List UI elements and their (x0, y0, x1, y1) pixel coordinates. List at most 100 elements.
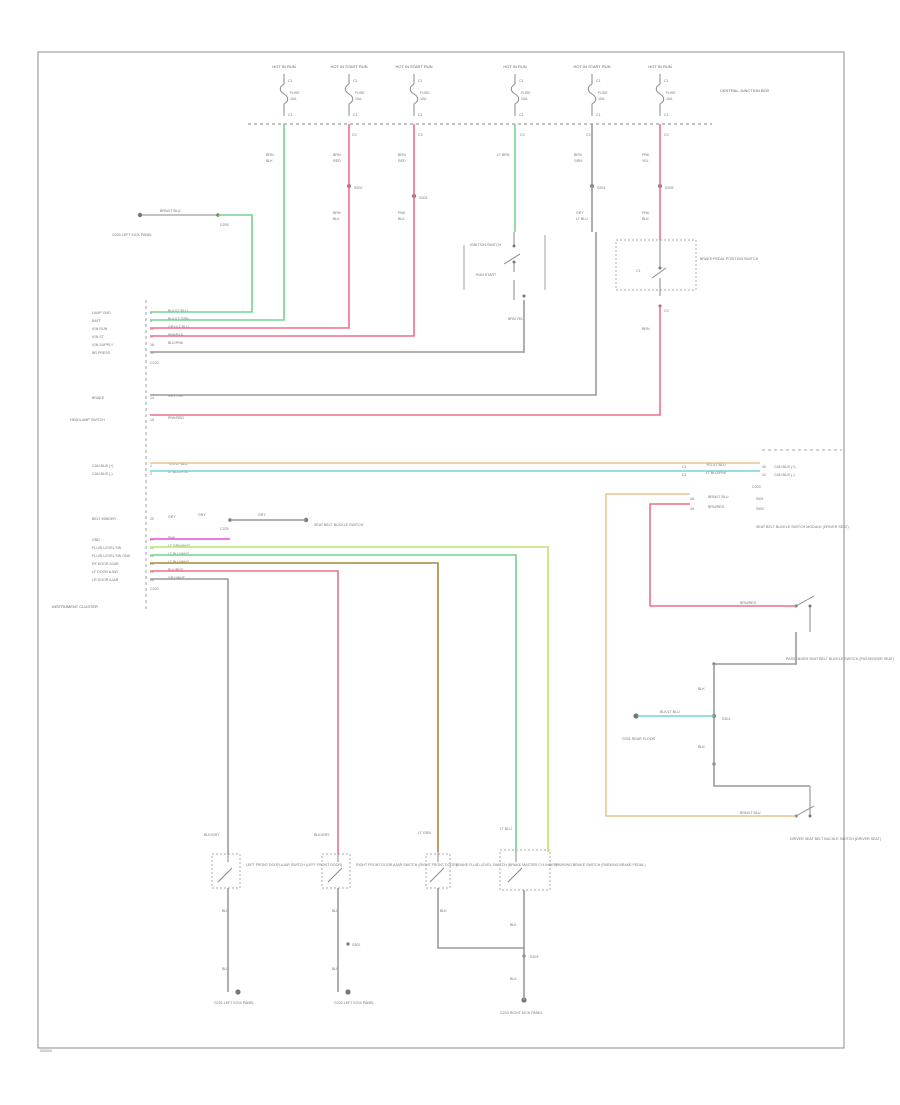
wire-belt-right-orange (605, 493, 796, 817)
splice-label: S204 (597, 186, 605, 190)
mid-wire-4-c1: PNK (642, 211, 650, 215)
fuse-symbol (409, 74, 419, 116)
fuse-out-2: C2 (352, 133, 357, 137)
module-sub: C203 (752, 485, 761, 489)
fuse-rating: 10A (355, 97, 362, 101)
switch-name: PARKING BRAKE SWITCH (PARKING BRAKE PEDA… (556, 863, 646, 867)
diagram-border (37, 51, 845, 1049)
cluster-row-label: BR PRESS (92, 351, 111, 355)
fuse-b: C1 (664, 113, 669, 117)
fuse-title: HOT IN START RUN (330, 64, 367, 69)
fuse-title: HOT IN START RUN (573, 64, 610, 69)
fuse-symbol (279, 74, 289, 116)
fuse-b: C1 (418, 113, 423, 117)
wire-belt-right-pink (649, 503, 796, 607)
wire-ign-supply-gray (150, 300, 525, 353)
belt-module-pin: 48 (690, 497, 694, 501)
switch-wire: LT BLU (500, 827, 512, 831)
fuse-2: HOT IN START RUN FUSE 10A C1 C1 (330, 64, 367, 117)
cluster-name: INSTRUMENT CLUSTER (52, 604, 98, 609)
fuse-rating: 10A (521, 97, 528, 101)
ground-g200: BRN/LT BLU G200 G200 LEFT KICK PANEL (112, 209, 229, 237)
switch-contact (795, 595, 815, 632)
fuse-b: C1 (596, 113, 601, 117)
fuse-out-6: C2 (664, 133, 669, 137)
fuse-6: HOT IN RUN FUSE 10A C1 C1 (648, 64, 676, 117)
fuse-symbol (587, 74, 597, 116)
switch-pin (512, 260, 516, 264)
switch-wire: BRN/RED (740, 601, 757, 605)
top-wire-3-c1: BRN (398, 153, 406, 157)
belt-pin: C229 (220, 527, 229, 531)
fuse-b: C1 (519, 113, 524, 117)
bottom-wire: BLK (222, 909, 229, 913)
right-switch-driver: BRN/LT BLU DRIVER SEAT BELT BUCKLE SWITC… (740, 786, 881, 841)
switch-pin (658, 266, 662, 270)
module-pin: 40 (762, 465, 766, 469)
cluster-wire: BLK/PNK (168, 341, 184, 345)
fuse-5: HOT IN START RUN FUSE 10A C1 C1 (573, 64, 610, 117)
mid-wire-4-c2: BLK (642, 217, 649, 221)
fuse-symbol (344, 74, 354, 116)
ground-label: G202 LEFT KICK PANEL (334, 1001, 374, 1005)
cluster-row-label: IGN RUN (92, 327, 108, 331)
ground-symbol (633, 713, 639, 719)
fuse-title: HOT IN RUN (503, 64, 526, 69)
ground-symbol (137, 212, 143, 218)
mid-wire-3-c1: GRY (576, 211, 584, 215)
corner-label: 000000 (40, 1049, 52, 1053)
cluster-row-label: RF DOOR AJAR (92, 562, 119, 566)
cluster-wire: LT BLU/PNK (168, 470, 189, 474)
cluster-pin: 3 (150, 319, 152, 323)
top-wire-5-c1: BRN (574, 153, 582, 157)
fuse-1: HOT IN RUN FUSE 10A C1 C1 (272, 64, 300, 117)
bottom-switch-rf-door: BLK/GRY RIGHT FRONT DOOR AJAR SWITCH (RI… (314, 833, 457, 889)
wire-ignrun-pink (150, 124, 350, 329)
cluster-connector: C220 (150, 587, 159, 591)
ground-pin: G200 (220, 223, 229, 227)
cluster-wire: GRY/YEL (168, 394, 184, 398)
ground-b2: BLK (698, 745, 705, 749)
mid-wire-1-c1: BRN (333, 211, 341, 215)
cluster-row-label: LAMP GND (92, 311, 111, 315)
brake-switch-wire: BRN (642, 327, 650, 331)
splice-label: S203 (419, 196, 427, 200)
fuse-label: FUSE (420, 91, 430, 95)
belt-minder-splice: GRY GRY C229 SEAT BELT BUCKLE SWITCH (198, 513, 364, 531)
cluster-row-label: BRAKE (92, 396, 105, 400)
ground-wire-label: BRN/LT BLU (160, 209, 181, 213)
top-wire-6-c2: YEL (642, 159, 649, 163)
cluster-wire: BLK/RED (168, 568, 184, 572)
brake-pedal-switch: BRAKE PEDAL POSITION SWITCH C1 C2 BRN (615, 239, 759, 331)
fuse-rating: 10A (420, 97, 427, 101)
bottom-splice: S302 (352, 943, 360, 947)
brake-switch-pin-2: C2 (664, 309, 669, 313)
belt-module-pin: 49 (690, 507, 694, 511)
wire-gnd-right-drv (713, 764, 810, 787)
top-wire-2-c1: BRN (333, 153, 341, 157)
cluster-row-label: HEADLAMP SWITCH (70, 418, 105, 422)
cluster-pin: 22 (150, 546, 154, 550)
wire-layer (150, 124, 810, 1000)
switch-wire: BLK/GRY (314, 833, 330, 837)
wire-bottom-3 (437, 888, 524, 949)
switch-name: LEFT FRONT DOOR AJAR SWITCH (LEFT FRONT … (246, 863, 342, 867)
fuse-label: FUSE (598, 91, 608, 95)
belt-module-row: SW1 (756, 497, 764, 501)
brake-switch-pin-1: C1 (636, 269, 641, 273)
cluster-pin: 23 (150, 554, 154, 558)
ground-g203: G203 RIGHT KICK PANEL (500, 997, 543, 1015)
module-wire: LT BLU/PNK (706, 471, 727, 475)
ground-symbol (235, 989, 241, 995)
belt-module-wire: BRN/RED (708, 505, 725, 509)
module-row-label: CAN BUS (+) (774, 465, 795, 469)
ground-label: G200 LEFT KICK PANEL (112, 233, 152, 237)
fuse-title: HOT IN RUN (648, 64, 671, 69)
switch-name: DRIVER SEAT BELT BUCKLE SWITCH (DRIVER S… (790, 837, 881, 841)
cluster-pin: 21 (150, 538, 154, 542)
switch-contact (507, 852, 523, 883)
cluster-pin: 24 (150, 562, 154, 566)
fuse-rating: 10A (598, 97, 605, 101)
